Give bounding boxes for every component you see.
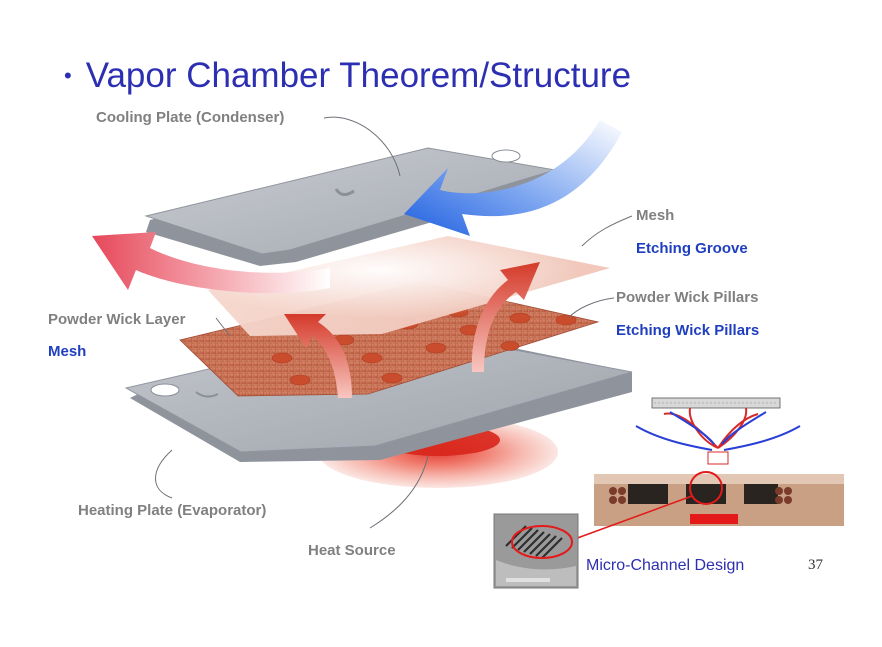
label-mesh-left: Mesh <box>48 343 87 360</box>
title-bullet: • <box>64 63 72 88</box>
label-powder-wick-pillars: Powder Wick Pillars <box>616 289 759 306</box>
page-number: 37 <box>808 557 823 573</box>
slide-title: Vapor Chamber Theorem/Structure <box>85 56 632 95</box>
vapor-rise-arrows <box>284 262 540 398</box>
label-heating-plate: Heating Plate (Evaporator) <box>78 502 267 519</box>
label-powder-wick-layer: Powder Wick Layer <box>48 311 186 328</box>
leader-lines <box>155 116 633 529</box>
slide-title-row: • Vapor Chamber Theorem/Structure <box>64 56 631 96</box>
label-etching-groove: Etching Groove <box>636 240 748 257</box>
label-etching-wick-pillars: Etching Wick Pillars <box>616 322 760 339</box>
condensate-flow-arrow <box>404 120 622 236</box>
label-heat-source: Heat Source <box>308 542 396 559</box>
sem-micrograph <box>493 513 579 589</box>
micro-channel-schematic <box>635 397 801 465</box>
label-cooling-plate: Cooling Plate (Condenser) <box>96 109 285 126</box>
vapor-flow-arrow-left <box>92 232 330 294</box>
label-mesh-top: Mesh <box>636 207 675 224</box>
micro-channel-photo <box>571 471 844 541</box>
micro-channel-caption: Micro-Channel Design <box>586 557 745 574</box>
